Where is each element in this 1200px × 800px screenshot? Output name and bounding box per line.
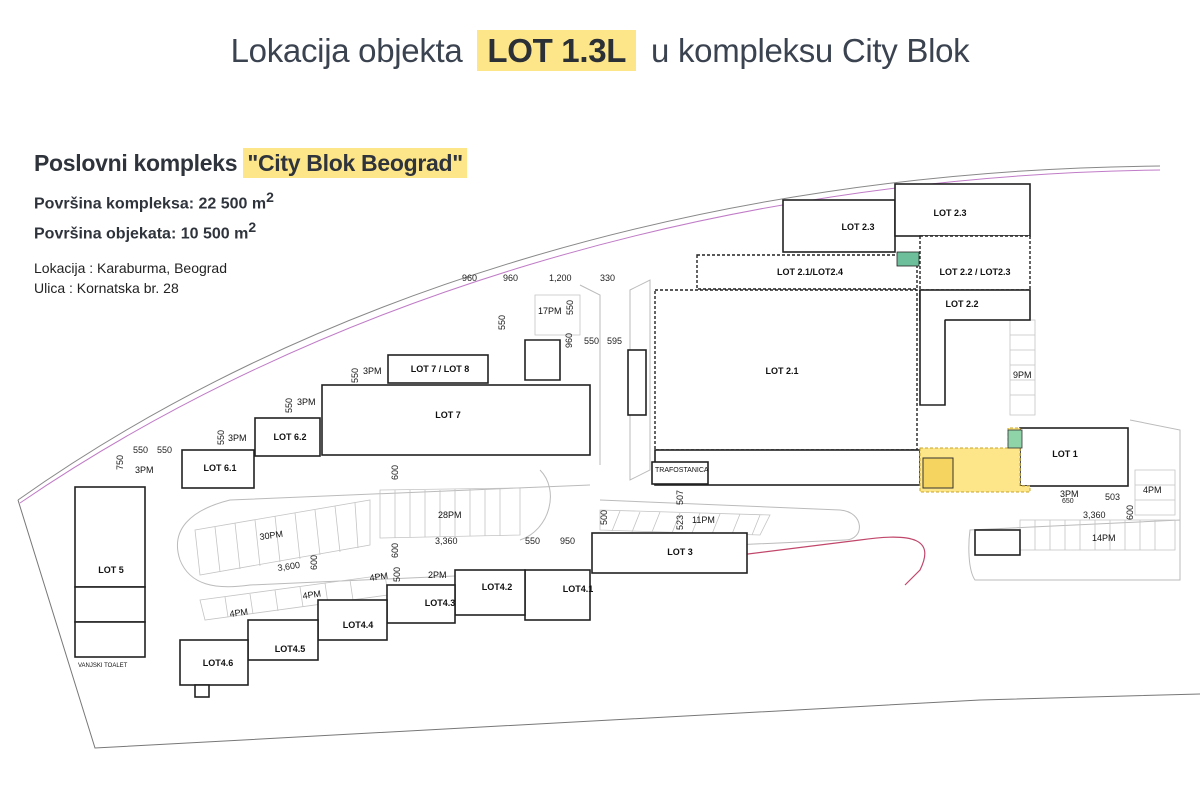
parking-11pm-label: 11PM — [692, 515, 715, 525]
dim-3600: 3,600 — [277, 560, 301, 573]
lot-2-1-2-4-label: LOT 2.1/LOT2.4 — [777, 267, 843, 277]
lot-4-4-label: LOT4.4 — [343, 620, 374, 630]
lot-2-3b-label: LOT 2.3 — [933, 208, 966, 218]
complex-area-unit: m — [251, 195, 267, 213]
parking-2pm-label: 2PM — [428, 570, 447, 580]
complex-area-label: Površina kompleksa: 22 500 — [34, 195, 248, 213]
dim-550-b: 550 — [157, 445, 172, 455]
title-highlight: LOT 1.3L — [477, 30, 637, 71]
lot-4-6-label: LOT4.6 — [203, 658, 234, 668]
parking-28pm-label: 28PM — [438, 510, 462, 520]
site-boundary — [17, 165, 1161, 501]
parking-3pm-c-label: 3PM — [228, 433, 247, 443]
lot-4-1-label: LOT4.1 — [563, 584, 594, 594]
parking-9pm-label: 9PM — [1013, 370, 1032, 380]
objects-area-unit: m — [234, 225, 249, 243]
complex-info: Poslovni kompleks "City Blok Beograd" Po… — [34, 148, 467, 296]
dim-330: 330 — [600, 273, 615, 283]
complex-heading-prefix: Poslovni kompleks — [34, 150, 238, 176]
complex-area: Površina kompleksa: 22 500 m2 — [34, 189, 467, 213]
dim-600-c: 600 — [309, 555, 319, 570]
site-boundary-inner — [19, 169, 1161, 504]
objects-area-label: Površina objekata: 10 500 — [34, 225, 230, 243]
dim-550-f: 550 — [565, 300, 575, 315]
lot-1-label: LOT 1 — [1052, 449, 1078, 459]
dim-1200: 1,200 — [549, 273, 572, 283]
complex-area-unit-exp: 2 — [266, 189, 274, 205]
parking-3pm-b-label: 3PM — [297, 397, 316, 407]
parking-4pm-d-label: 4PM — [1143, 485, 1162, 495]
lot-7-label: LOT 7 — [435, 410, 461, 420]
page-title: Lokacija objekta LOT 1.3L u kompleksu Ci… — [0, 30, 1200, 71]
dim-600-a: 600 — [390, 465, 400, 480]
lot-3-label: LOT 3 — [667, 547, 693, 557]
lot-2-1-label: LOT 2.1 — [765, 366, 798, 376]
parking-4pm-c-label: 4PM — [369, 571, 389, 583]
complex-heading: Poslovni kompleks "City Blok Beograd" — [34, 148, 467, 178]
dim-503: 503 — [1105, 492, 1120, 502]
dim-550-h: 550 — [284, 398, 294, 413]
parking-14pm-label: 14PM — [1092, 533, 1116, 543]
parking-3pm-d-label: 3PM — [135, 465, 154, 475]
lot-2-3-label: LOT 2.3 — [841, 222, 874, 232]
lot-7-8-label: LOT 7 / LOT 8 — [411, 364, 470, 374]
title-prefix: Lokacija objekta — [230, 32, 463, 69]
parking-17pm-label: 17PM — [538, 306, 562, 316]
parking-4pm-b-label: 4PM — [302, 589, 322, 601]
dim-507: 507 — [675, 490, 685, 505]
lot-2-2-label: LOT 2.2 — [945, 299, 978, 309]
site-boundary-bottom — [17, 499, 1200, 749]
parking-3pm-a-label: 3PM — [363, 366, 382, 376]
lot-2-2-2-3-label: LOT 2.2 / LOT2.3 — [939, 267, 1010, 277]
dim-550-c: 550 — [584, 336, 599, 346]
objects-area: Površina objekata: 10 500 m2 — [34, 219, 467, 243]
parking-4pm-a-label: 4PM — [229, 607, 249, 619]
dim-960-b: 960 — [503, 273, 518, 283]
dim-523: 523 — [675, 515, 685, 530]
dim-500-a: 500 — [392, 567, 402, 582]
dim-500-b: 500 — [599, 510, 609, 525]
dim-3360-a: 3,360 — [435, 536, 458, 546]
dim-600-b: 600 — [390, 543, 400, 558]
dim-595: 595 — [607, 336, 622, 346]
dim-550-i: 550 — [216, 430, 226, 445]
dim-600-d: 600 — [1125, 505, 1135, 520]
parking-3pm-e-label: 3PM — [1060, 489, 1079, 499]
dim-3360-b: 3,360 — [1083, 510, 1106, 520]
lot-6-2-label: LOT 6.2 — [273, 432, 306, 442]
dim-950: 950 — [560, 536, 575, 546]
parking-30pm-label: 30PM — [259, 529, 284, 542]
title-suffix: u kompleksu City Blok — [651, 32, 970, 69]
dim-960-c: 960 — [564, 333, 574, 348]
lot-4-2-label: LOT4.2 — [482, 582, 513, 592]
dim-550-g: 550 — [350, 368, 360, 383]
lot-4-5-label: LOT4.5 — [275, 644, 306, 654]
trafostanica-label: TRAFOSTANICA — [655, 467, 709, 474]
objects-area-unit-exp: 2 — [248, 219, 257, 236]
dim-750: 750 — [115, 455, 125, 470]
vanjski-toalet-label: VANJSKI TOALET — [78, 663, 128, 669]
lot-5-label: LOT 5 — [98, 565, 124, 575]
dim-550-d: 550 — [525, 536, 540, 546]
lot-6-1-label: LOT 6.1 — [203, 463, 236, 473]
complex-heading-highlight: "City Blok Beograd" — [243, 148, 467, 178]
dim-550-a: 550 — [133, 445, 148, 455]
road-curve — [619, 536, 926, 586]
dim-550-e: 550 — [497, 315, 507, 330]
street-text: Ulica : Kornatska br. 28 — [34, 279, 179, 296]
location-text: Lokacija : Karaburma, Beograd — [34, 259, 227, 276]
dim-960-a: 960 — [462, 273, 477, 283]
lot-4-3-label: LOT4.3 — [425, 598, 456, 608]
dim-650: 650 — [1062, 498, 1074, 505]
